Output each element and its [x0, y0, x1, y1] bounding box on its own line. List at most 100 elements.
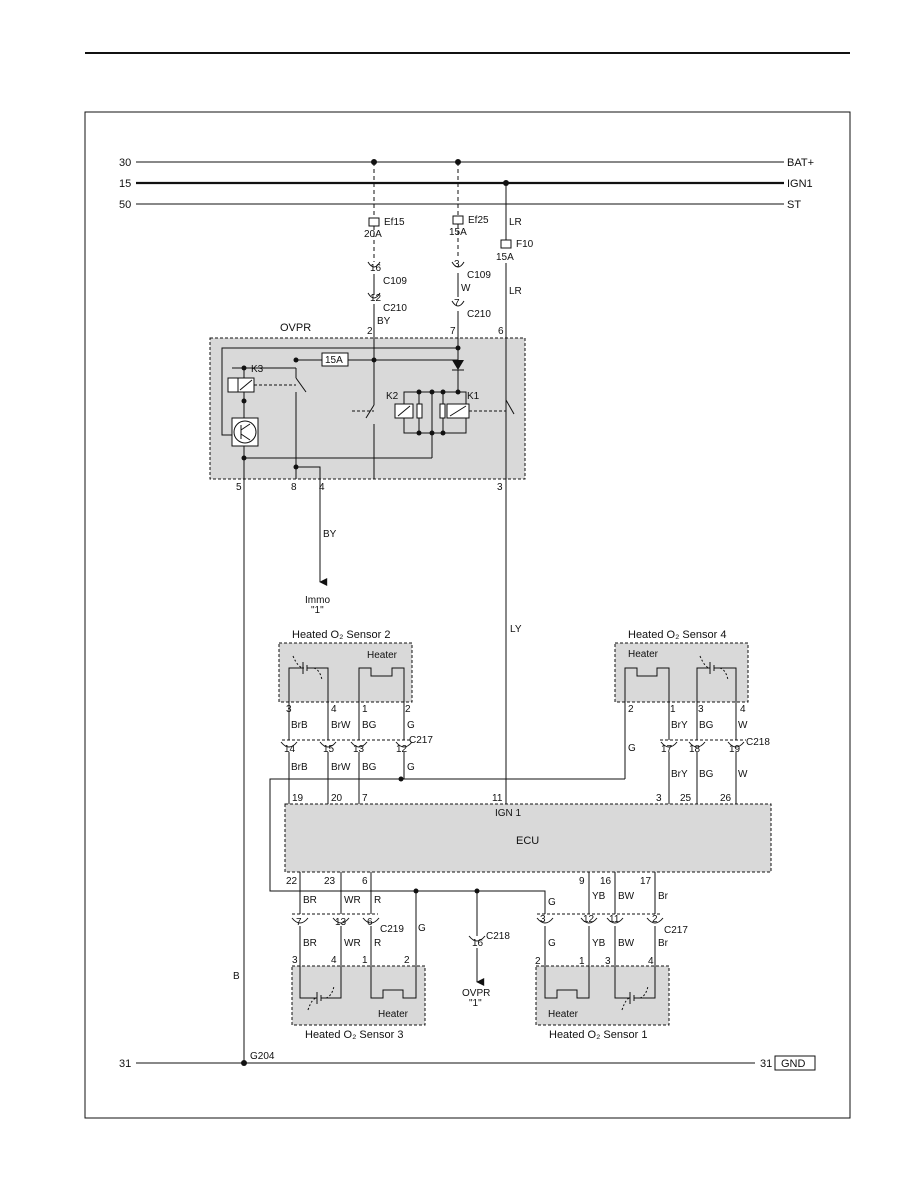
heater-element — [358, 667, 405, 702]
heater-element — [544, 966, 590, 999]
sensor-1-title: Heated O₂ Sensor 1 — [549, 1029, 647, 1041]
ovpr-pin-7: 7 — [450, 326, 456, 337]
wire-bw-label: BW — [618, 891, 635, 902]
pin-number: 20 — [331, 793, 343, 804]
c218-label: C218 — [486, 931, 510, 942]
pin-number: 19 — [292, 793, 304, 804]
pin-number: 13 — [353, 744, 365, 755]
c210-label: C210 — [383, 303, 407, 314]
sensor-3: Heater Heated O₂ Sensor 3 — [291, 965, 426, 1041]
relay-k3-coil — [227, 377, 239, 393]
ovpr-ref-branch: 16 C218 OVPR "1" — [462, 891, 510, 1009]
sensor-2-title: Heated O₂ Sensor 2 — [292, 629, 390, 641]
wire-bw-label: BW — [618, 938, 635, 949]
fuse-ef15 — [368, 217, 380, 227]
wire-br-label: Br — [658, 938, 669, 949]
pin-number: 23 — [324, 876, 336, 887]
pin-number: 2 — [535, 956, 541, 967]
pin-number: 1 — [670, 704, 676, 715]
wire-lr-label: LR — [509, 217, 522, 228]
sensor-3-heater-label: Heater — [378, 1009, 409, 1020]
connector-c210-cup — [367, 292, 381, 299]
ovpr-pin-8: 8 — [291, 482, 297, 493]
pin-number: 17 — [640, 876, 652, 887]
gnd-box — [774, 1055, 816, 1071]
fuse-ef25 — [452, 215, 464, 225]
ovpr-pin-5: 5 — [236, 482, 242, 493]
heater-element — [624, 667, 670, 702]
pin-number: 4 — [740, 704, 746, 715]
pin-number: 11 — [492, 793, 503, 804]
ef25-branch: Ef25 15A 3 C109 W 7 C210 — [449, 162, 491, 338]
c109-label: C109 — [467, 270, 491, 281]
wire-w-label: W — [738, 720, 748, 731]
sensor-2: Heated O₂ Sensor 2 Heater — [278, 629, 413, 703]
wire-g-label: G — [628, 743, 636, 754]
pin-number: 12 — [583, 914, 595, 925]
wire-wr-label: WR — [344, 895, 361, 906]
pin-number: 3 — [656, 793, 662, 804]
wire-brw-label: BrW — [331, 762, 351, 773]
pin-number: 1 — [362, 955, 368, 966]
ovpr-ref-label: OVPR — [462, 988, 490, 999]
wire-bg-label: BG — [699, 769, 714, 780]
rail-50-label: 50 — [119, 199, 131, 211]
pin-number: 25 — [680, 793, 692, 804]
wire-r-label: R — [374, 938, 381, 949]
wire-by-label: BY — [377, 316, 391, 327]
pin-7: 7 — [454, 298, 460, 309]
pin-number: 3 — [698, 704, 704, 715]
wire-g-label: G — [548, 897, 556, 908]
f10-branch: LR F10 15A LR — [496, 183, 534, 338]
pin-number: 4 — [648, 956, 654, 967]
ovpr-title: OVPR — [280, 322, 311, 334]
gnd-label: GND — [781, 1058, 806, 1070]
pin-number: 13 — [335, 917, 347, 928]
wire-yb-label: YB — [592, 891, 606, 902]
sensor-1-heater-label: Heater — [548, 1009, 579, 1020]
diode — [452, 360, 464, 370]
fuse-ef15-rating: 20A — [364, 229, 382, 240]
wire-bry-label: BrY — [671, 769, 688, 780]
wire-bg-label: BG — [699, 720, 714, 731]
ground-junction — [241, 1060, 247, 1066]
pin-number: 1 — [579, 956, 585, 967]
ecu-ign-label: IGN 1 — [495, 808, 522, 819]
pin-number: 4 — [331, 704, 337, 715]
st-label: ST — [787, 199, 801, 211]
wire-br-label: Br — [658, 891, 669, 902]
pin-number: 7 — [362, 793, 368, 804]
immo-branch: BY Immo "1" — [305, 479, 337, 616]
wire-r-label: R — [374, 895, 381, 906]
bat-plus-label: BAT+ — [787, 157, 814, 169]
wire-br-label: BR — [303, 938, 317, 949]
wire-bg-label: BG — [362, 720, 377, 731]
fuse-f10 — [500, 239, 512, 249]
sensor-3-title: Heated O₂ Sensor 3 — [305, 1029, 403, 1041]
rail-15-label: 15 — [119, 178, 131, 190]
wire-lr-label: LR — [509, 286, 522, 297]
pin-number: 2 — [652, 914, 658, 925]
pin-number: 17 — [661, 744, 673, 755]
wire-brb-label: BrB — [291, 720, 308, 731]
pin-number: 26 — [720, 793, 732, 804]
rail-31-label: 31 — [119, 1058, 131, 1070]
rail-30-label: 30 — [119, 157, 131, 169]
g204-label: G204 — [250, 1051, 275, 1062]
pin-number: 6 — [362, 876, 368, 887]
ovpr-pin-3: 3 — [497, 482, 503, 493]
sensor-2-heater-label: Heater — [367, 650, 398, 661]
pin-number: 2 — [404, 955, 410, 966]
sensor-1: Heater Heated O₂ Sensor 1 — [535, 965, 670, 1041]
sensor-4-heater-label: Heater — [628, 649, 659, 660]
wire-g-label: G — [407, 720, 415, 731]
relay-k1-label: K1 — [467, 391, 480, 402]
ovpr-module: OVPR 2 7 6 15A K3 — [209, 322, 526, 480]
fuse-f10-rating: 15A — [496, 252, 514, 263]
wire-ly-label: LY — [510, 624, 522, 635]
wire-brw-label: BrW — [331, 720, 351, 731]
c109-label: C109 — [383, 276, 407, 287]
wire-g-label: G — [418, 923, 426, 934]
pin-number: 22 — [286, 876, 298, 887]
